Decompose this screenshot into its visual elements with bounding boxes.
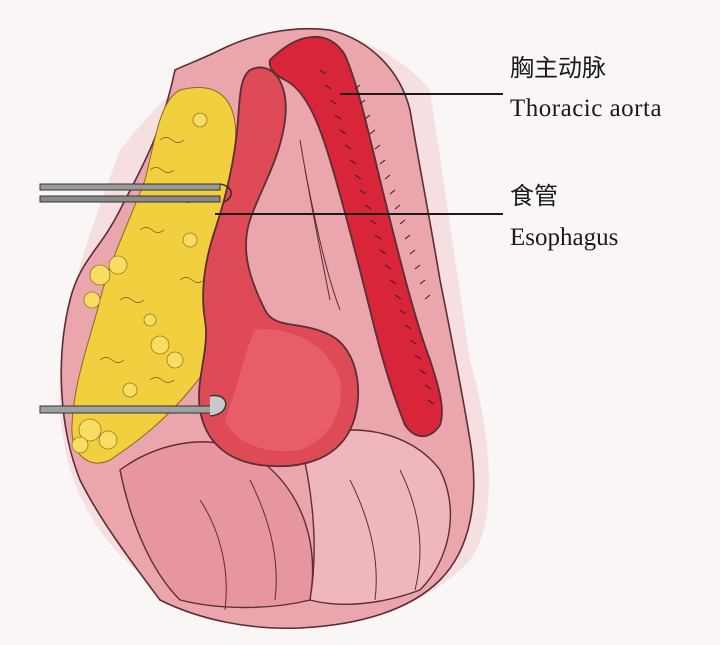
esophagus-label-english: Esophagus xyxy=(510,224,619,251)
aorta-wall-texture xyxy=(319,69,435,405)
thoracic-aorta xyxy=(268,35,443,438)
esophagus-highlight xyxy=(225,329,341,452)
pleural-fold-lines xyxy=(199,139,421,611)
retractor-icon xyxy=(39,183,232,203)
aorta-label-english: Thoracic aorta xyxy=(510,95,663,122)
retractor-icon xyxy=(39,394,227,417)
lower-tissue-fold-2 xyxy=(299,429,452,606)
esophagus-label-chinese: 食管 xyxy=(510,182,558,210)
aorta-label-chinese: 胸主动脉 xyxy=(510,54,606,82)
fat-lobules xyxy=(71,112,208,454)
